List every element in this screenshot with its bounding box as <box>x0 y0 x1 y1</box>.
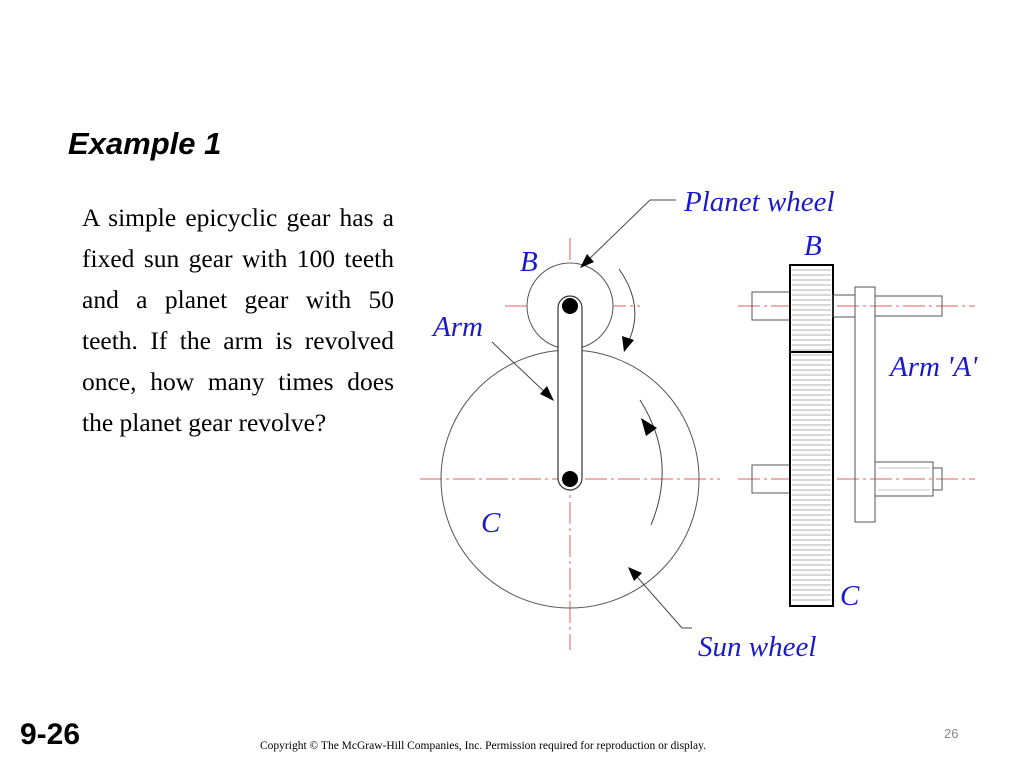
arm-leader-arrow <box>540 386 554 401</box>
arm-rotation-arc <box>639 399 663 526</box>
sun-shaft-thread <box>878 467 930 491</box>
front-view <box>420 199 720 650</box>
problem-statement: A simple epicyclic gear has a fixed sun … <box>82 203 394 437</box>
label-b-front: B <box>520 246 538 278</box>
sun-wheel-leader-arrow <box>628 567 642 581</box>
arm-side <box>854 286 876 523</box>
planet-gear-side <box>789 264 834 353</box>
side-centerlines <box>738 305 975 480</box>
sun-gear-side <box>789 351 834 607</box>
label-sun-wheel: Sun wheel <box>698 631 816 663</box>
copyright-notice: Copyright © The McGraw-Hill Companies, I… <box>260 740 706 752</box>
gear-tooth-lines <box>792 269 831 601</box>
slide-number: 9-26 <box>20 718 81 751</box>
planet-rotation-arrowhead <box>622 336 634 352</box>
slide-title: Example 1 <box>68 126 222 161</box>
planet-pivot <box>562 298 578 314</box>
sun-pivot <box>562 471 578 487</box>
arm-rotation-arrowhead <box>641 418 657 436</box>
label-arm-a: Arm 'A' <box>888 351 978 383</box>
page-number: 26 <box>944 726 959 741</box>
arm-front <box>557 295 583 491</box>
label-b-side: B <box>804 230 822 262</box>
sun-wheel-leader <box>630 569 692 629</box>
sun-shaft-collar <box>932 467 943 491</box>
label-c-side: C <box>840 580 860 612</box>
arm-leader <box>491 341 552 399</box>
planet-wheel-leader <box>583 199 676 265</box>
planet-wheel-leader-arrow <box>580 254 594 268</box>
planet-shaft-right <box>874 295 943 317</box>
label-planet-wheel: Planet wheel <box>683 186 835 218</box>
side-view <box>738 264 975 607</box>
label-arm: Arm <box>431 311 483 343</box>
label-c-front: C <box>481 507 501 539</box>
